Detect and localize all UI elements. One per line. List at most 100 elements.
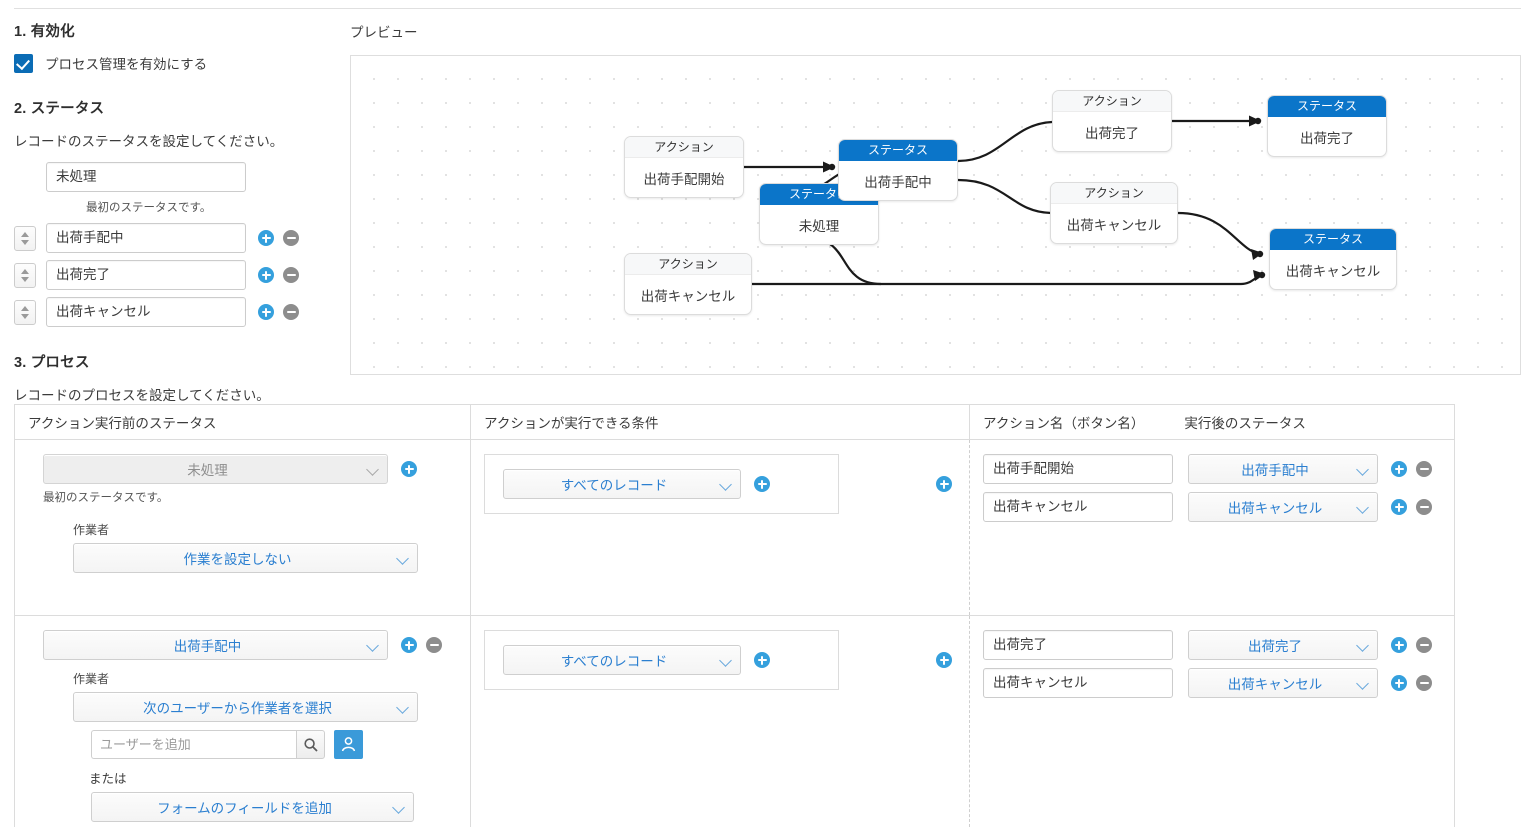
remove-status-button[interactable] bbox=[283, 267, 299, 283]
diagram-node-status[interactable]: ステータス 出荷完了 bbox=[1267, 95, 1387, 157]
chevron-down-icon bbox=[719, 478, 732, 491]
status-input[interactable]: 出荷完了 bbox=[46, 260, 246, 290]
before-status-value: 未処理 bbox=[187, 463, 228, 478]
add-status-row-button[interactable] bbox=[401, 637, 417, 653]
remove-status-button[interactable] bbox=[283, 230, 299, 246]
chevron-down-icon bbox=[366, 639, 379, 652]
after-status-value: 出荷手配中 bbox=[1241, 463, 1309, 478]
remove-action-button[interactable] bbox=[1416, 637, 1432, 653]
status-row: 出荷完了 bbox=[14, 260, 354, 290]
before-status-select[interactable]: 出荷手配中 bbox=[43, 630, 388, 660]
action-name-input[interactable]: 出荷キャンセル bbox=[983, 492, 1173, 522]
node-header: アクション bbox=[625, 137, 743, 158]
node-header: アクション bbox=[1051, 183, 1177, 204]
status-input-first[interactable]: 未処理 bbox=[46, 162, 246, 192]
preview-canvas: ステータス 未処理 アクション 出荷手配開始 ステータス 出荷手配中 アクション… bbox=[350, 55, 1521, 375]
status-first-hint: 最初のステータスです。 bbox=[86, 202, 212, 214]
add-condition-group-button[interactable] bbox=[936, 476, 952, 492]
node-header: ステータス bbox=[1268, 96, 1386, 117]
add-status-button[interactable] bbox=[258, 304, 274, 320]
action-name-input[interactable]: 出荷手配開始 bbox=[983, 454, 1173, 484]
remove-status-button[interactable] bbox=[283, 304, 299, 320]
user-add-row: ユーザーを追加 bbox=[91, 730, 470, 759]
search-button[interactable] bbox=[296, 730, 325, 759]
add-status-row-button[interactable] bbox=[401, 461, 417, 477]
status-select-row: 未処理 bbox=[43, 454, 470, 484]
chevron-down-icon bbox=[1356, 463, 1369, 476]
node-header: アクション bbox=[1053, 91, 1171, 112]
add-condition-button[interactable] bbox=[754, 476, 770, 492]
condition-box: すべてのレコード bbox=[484, 630, 839, 690]
add-action-button[interactable] bbox=[1391, 461, 1407, 477]
header-action-group: アクション名（ボタン名） 実行後のステータス bbox=[970, 405, 1454, 439]
enable-process-checkbox[interactable] bbox=[14, 53, 33, 73]
process-description: レコードのプロセスを設定してください。 bbox=[14, 388, 270, 403]
node-label: 出荷キャンセル bbox=[640, 288, 736, 304]
worker-select[interactable]: 作業を設定しない bbox=[73, 543, 418, 573]
before-status-hint: 最初のステータスです。 bbox=[43, 492, 169, 504]
add-action-button[interactable] bbox=[1391, 637, 1407, 653]
after-status-value: 出荷キャンセル bbox=[1227, 677, 1323, 692]
user-search-input[interactable]: ユーザーを追加 bbox=[91, 730, 296, 759]
section-title-status: 2. ステータス bbox=[14, 101, 105, 117]
action-name-input[interactable]: 出荷完了 bbox=[983, 630, 1173, 660]
form-field-select[interactable]: フォームのフィールドを追加 bbox=[91, 792, 414, 822]
action-name-input[interactable]: 出荷キャンセル bbox=[983, 668, 1173, 698]
add-action-button[interactable] bbox=[1391, 675, 1407, 691]
before-status-select: 未処理 bbox=[43, 454, 388, 484]
diagram-node-status[interactable]: ステータス 出荷キャンセル bbox=[1269, 228, 1397, 290]
worker-label: 作業者 bbox=[73, 523, 110, 537]
cell-before-status: 未処理 最初のステータスです。 作業者 作業を設定しない bbox=[15, 440, 471, 615]
worker-label: 作業者 bbox=[73, 672, 110, 686]
status-input[interactable]: 出荷手配中 bbox=[46, 223, 246, 253]
chevron-down-icon bbox=[396, 701, 409, 714]
status-input[interactable]: 出荷キャンセル bbox=[46, 297, 246, 327]
diagram-node-action[interactable]: アクション 出荷キャンセル bbox=[1050, 182, 1178, 244]
section-title-enable: 1. 有効化 bbox=[14, 24, 75, 40]
after-status-value: 出荷キャンセル bbox=[1227, 501, 1323, 516]
diagram-node-status[interactable]: ステータス 出荷手配中 bbox=[838, 139, 958, 201]
worker-value: 作業を設定しない bbox=[183, 552, 292, 567]
after-status-select[interactable]: 出荷キャンセル bbox=[1188, 668, 1378, 698]
stepper-icon[interactable] bbox=[14, 299, 36, 325]
table-header-row: アクション実行前のステータス アクションが実行できる条件 アクション名（ボタン名… bbox=[15, 405, 1454, 440]
preview-label: プレビュー bbox=[350, 25, 418, 40]
stepper-icon[interactable] bbox=[14, 262, 36, 288]
add-status-button[interactable] bbox=[258, 267, 274, 283]
add-condition-button[interactable] bbox=[754, 652, 770, 668]
action-line: 出荷手配開始 出荷手配中 bbox=[983, 454, 1454, 484]
select-user-button[interactable] bbox=[334, 730, 363, 759]
status-description: レコードのステータスを設定してください。 bbox=[14, 134, 284, 149]
remove-action-button[interactable] bbox=[1416, 499, 1432, 515]
diagram-node-action[interactable]: アクション 出荷キャンセル bbox=[624, 253, 752, 315]
form-field-value: フォームのフィールドを追加 bbox=[157, 801, 332, 816]
add-status-button[interactable] bbox=[258, 230, 274, 246]
stepper-icon[interactable] bbox=[14, 225, 36, 251]
status-row: 出荷キャンセル bbox=[14, 297, 354, 327]
enable-process-row[interactable]: プロセス管理を有効にする bbox=[14, 53, 354, 73]
user-icon bbox=[341, 737, 356, 752]
search-icon bbox=[303, 737, 318, 752]
node-label: 出荷手配中 bbox=[864, 174, 932, 190]
chevron-down-icon bbox=[396, 552, 409, 565]
remove-action-button[interactable] bbox=[1416, 461, 1432, 477]
worker-select[interactable]: 次のユーザーから作業者を選択 bbox=[73, 692, 418, 722]
remove-action-button[interactable] bbox=[1416, 675, 1432, 691]
after-status-select[interactable]: 出荷キャンセル bbox=[1188, 492, 1378, 522]
add-condition-group-button[interactable] bbox=[936, 652, 952, 668]
after-status-select[interactable]: 出荷手配中 bbox=[1188, 454, 1378, 484]
diagram-node-action[interactable]: アクション 出荷完了 bbox=[1052, 90, 1172, 152]
condition-value: すべてのレコード bbox=[560, 478, 668, 493]
node-header: ステータス bbox=[839, 140, 957, 161]
condition-box: すべてのレコード bbox=[484, 454, 839, 514]
action-line: 出荷完了 出荷完了 bbox=[983, 630, 1454, 660]
after-status-select[interactable]: 出荷完了 bbox=[1188, 630, 1378, 660]
chevron-down-icon bbox=[1356, 501, 1369, 514]
header-action-name: アクション名（ボタン名） bbox=[983, 416, 1145, 431]
condition-select[interactable]: すべてのレコード bbox=[503, 645, 741, 675]
diagram-node-action[interactable]: アクション 出荷手配開始 bbox=[624, 136, 744, 198]
remove-status-row-button[interactable] bbox=[426, 637, 442, 653]
add-action-button[interactable] bbox=[1391, 499, 1407, 515]
node-label: 出荷完了 bbox=[1300, 130, 1354, 146]
condition-select[interactable]: すべてのレコード bbox=[503, 469, 741, 499]
